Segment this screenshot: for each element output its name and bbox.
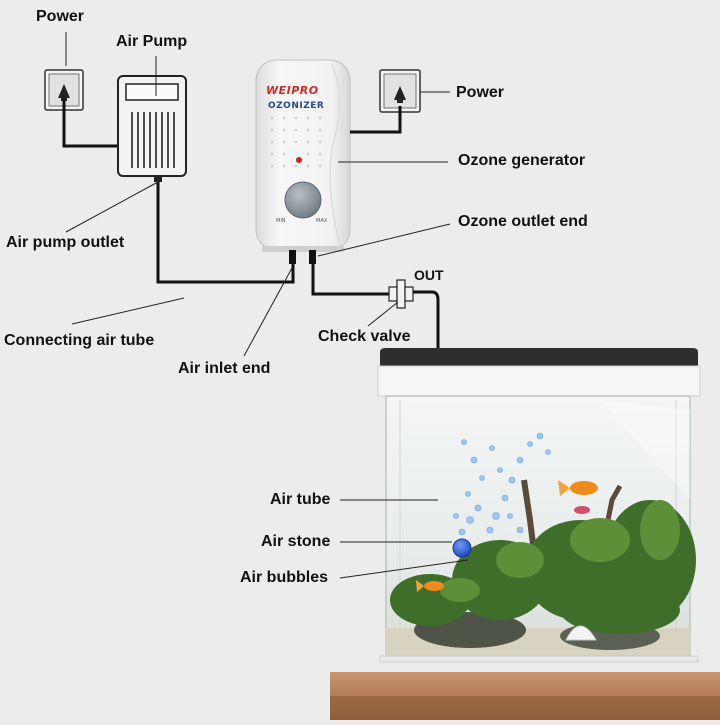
label-air-tube: Air tube: [270, 491, 331, 508]
goldfish-icon: [558, 480, 598, 496]
ozone-tube: [311, 264, 392, 296]
label-ozone-generator: Ozone generator: [458, 152, 586, 169]
label-air-stone: Air stone: [261, 533, 331, 550]
dial-knob: [284, 181, 322, 219]
label-connecting-air-tube: Connecting air tube: [4, 332, 155, 349]
indicator-light: [296, 157, 302, 163]
air-stone-icon: [452, 538, 472, 558]
dial-max-label: MAX: [316, 218, 328, 224]
label-air-bubbles: Air bubbles: [240, 569, 329, 586]
power-socket-right-icon: [379, 69, 421, 113]
red-fish-icon: [574, 506, 590, 514]
connecting-air-tube: [156, 182, 295, 284]
label-power-left: Power: [36, 8, 85, 25]
label-out: OUT: [414, 267, 444, 283]
dial-min-label: MIN: [276, 218, 286, 224]
label-power-right: Power: [456, 84, 505, 101]
device-model: OZONIZER: [268, 101, 325, 111]
goldfish-small-icon: [416, 580, 444, 592]
power-cord-right: [350, 106, 402, 134]
check-valve-icon: [388, 279, 414, 309]
leader-lines: [65, 32, 469, 579]
table: [330, 672, 720, 720]
label-air-pump: Air Pump: [116, 33, 188, 50]
power-cord-left: [62, 100, 122, 148]
ozone-generator-icon: [255, 59, 351, 264]
label-air-pump-outlet: Air pump outlet: [6, 234, 125, 251]
label-ozone-outlet-end: Ozone outlet end: [458, 213, 588, 230]
aquarium-icon: [377, 348, 701, 663]
label-air-inlet-end: Air inlet end: [178, 360, 271, 377]
power-socket-left-icon: [44, 69, 84, 111]
air-bubbles: [453, 432, 551, 536]
air-pump-icon: [117, 75, 187, 182]
device-brand: WEIPRO: [266, 84, 319, 97]
label-check-valve: Check valve: [318, 328, 411, 345]
